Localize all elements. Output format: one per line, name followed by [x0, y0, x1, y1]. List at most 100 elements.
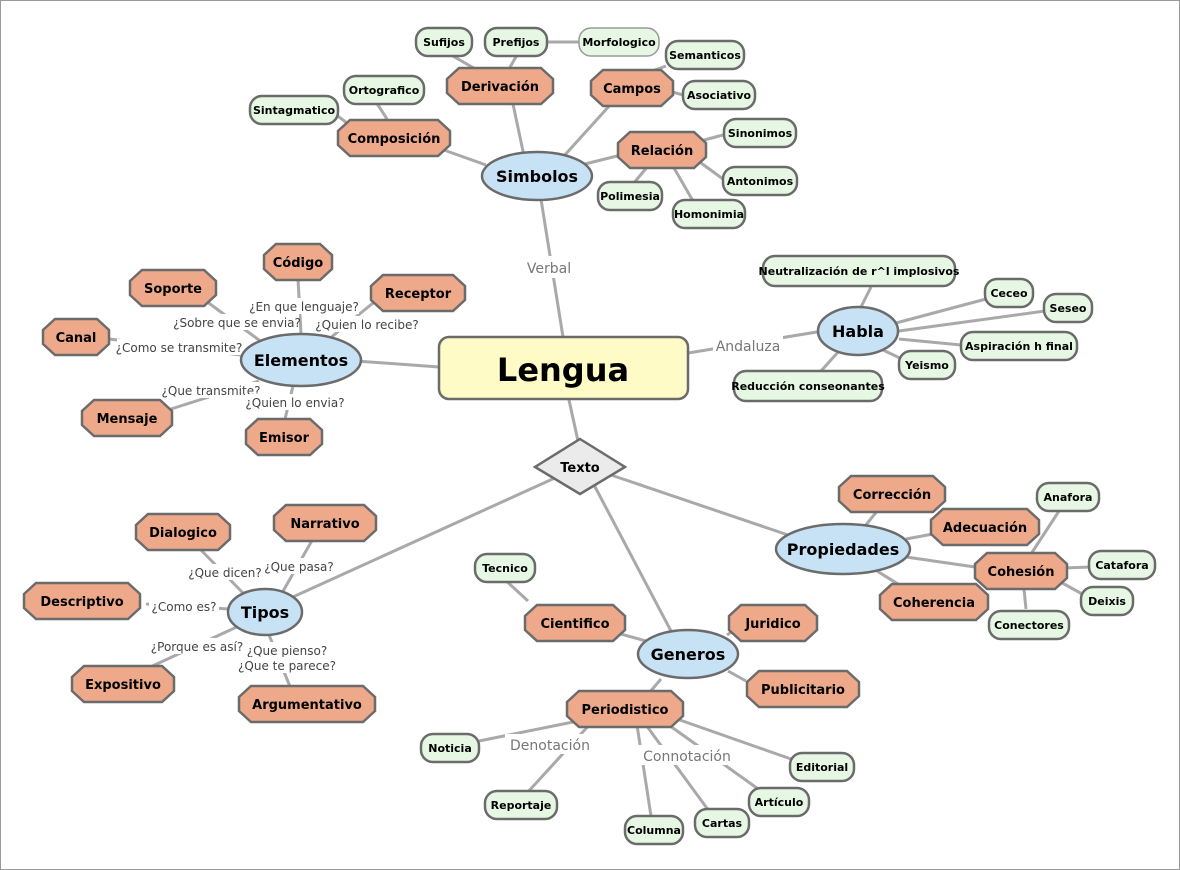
- edge-label-como-se-transmite: ¿Como se transmite?: [116, 341, 243, 355]
- node-neutralizacion[interactable]: Neutralización de r^l implosivos: [759, 254, 960, 288]
- node-antonimos[interactable]: Antonimos: [721, 165, 799, 197]
- node-relacion[interactable]: Relación: [616, 130, 708, 170]
- edge-label-andaluza: Andaluza: [716, 339, 781, 355]
- node-emisor[interactable]: Emisor: [244, 417, 324, 457]
- edge-label-verbal: Verbal: [527, 261, 571, 277]
- node-prefijos[interactable]: Prefijos: [483, 26, 549, 58]
- node-seseo[interactable]: Seseo: [1042, 292, 1094, 324]
- node-aspiracion[interactable]: Aspiración h final: [959, 330, 1079, 362]
- node-label: Dialogico: [149, 526, 217, 541]
- node-label: Periodistico: [582, 703, 669, 718]
- node-label: Sufijos: [423, 36, 465, 49]
- node-label: Neutralización de r^l implosivos: [759, 265, 960, 278]
- node-label: Cartas: [702, 817, 743, 830]
- node-narrativo[interactable]: Narrativo: [272, 503, 378, 543]
- node-label: Coherencia: [893, 596, 975, 611]
- node-soporte[interactable]: Soporte: [128, 268, 218, 308]
- node-yeismo[interactable]: Yeismo: [897, 349, 957, 381]
- node-label: Sinonimos: [728, 127, 793, 140]
- node-semanticos[interactable]: Semanticos: [664, 39, 746, 71]
- edge-label-quien-lo-envia: ¿Quien lo envia?: [245, 396, 344, 410]
- node-argumentativo[interactable]: Argumentativo: [237, 684, 377, 724]
- node-conectores[interactable]: Conectores: [987, 609, 1071, 641]
- node-label: Prefijos: [493, 36, 540, 49]
- node-articulo[interactable]: Artículo: [747, 786, 811, 818]
- node-label: Campos: [603, 82, 661, 97]
- node-cohesion[interactable]: Cohesión: [973, 551, 1069, 591]
- node-anafora[interactable]: Anafora: [1035, 481, 1101, 513]
- main-nodes: Simbolos Elementos Habla Propiedades Tip…: [226, 150, 912, 680]
- node-label: Morfologico: [582, 36, 656, 49]
- node-periodistico[interactable]: Periodistico: [565, 689, 685, 729]
- node-label: Seseo: [1050, 302, 1087, 315]
- node-label: Noticia: [428, 742, 472, 755]
- node-label: Asociativo: [687, 89, 752, 102]
- node-campos[interactable]: Campos: [589, 68, 675, 108]
- node-ortografico[interactable]: Ortografico: [342, 74, 426, 106]
- node-cientifico[interactable]: Cientifico: [523, 603, 627, 643]
- node-dialogico[interactable]: Dialogico: [134, 512, 232, 552]
- node-simbolos[interactable]: Simbolos: [480, 150, 594, 202]
- node-label: Generos: [651, 645, 726, 664]
- node-texto[interactable]: Texto: [532, 437, 628, 496]
- edge-label-connotacion: Connotación: [643, 749, 731, 765]
- edge-label-que-te-parece: ¿Que te parece?: [238, 659, 336, 673]
- node-reduccion[interactable]: Reducción conseonantes: [731, 369, 885, 403]
- node-label: Cientifico: [540, 617, 609, 632]
- node-composicion[interactable]: Composición: [336, 118, 452, 158]
- node-tipos[interactable]: Tipos: [226, 587, 304, 637]
- node-correccion[interactable]: Corrección: [837, 474, 947, 514]
- node-sufijos[interactable]: Sufijos: [414, 26, 474, 58]
- node-propiedades[interactable]: Propiedades: [774, 522, 912, 576]
- node-editorial[interactable]: Editorial: [788, 751, 856, 783]
- node-canal[interactable]: Canal: [41, 317, 111, 357]
- node-label: Conectores: [994, 619, 1064, 632]
- node-label: Tipos: [241, 603, 289, 622]
- node-elementos[interactable]: Elementos: [239, 332, 363, 388]
- leaf-nodes: Sufijos Prefijos Morfologico Semanticos …: [248, 26, 1157, 846]
- node-coherencia[interactable]: Coherencia: [878, 582, 990, 622]
- node-label: Adecuación: [943, 521, 1027, 536]
- node-sintagmatico[interactable]: Sintagmatico: [248, 94, 340, 126]
- node-columna[interactable]: Columna: [623, 814, 685, 846]
- node-ceceo[interactable]: Ceceo: [983, 277, 1035, 309]
- node-label: Lengua: [497, 351, 629, 389]
- node-receptor[interactable]: Receptor: [369, 273, 467, 313]
- node-label: Composición: [348, 132, 441, 147]
- node-juridico[interactable]: Juridico: [727, 603, 819, 643]
- node-mensaje[interactable]: Mensaje: [80, 398, 174, 438]
- node-adecuacion[interactable]: Adecuación: [929, 507, 1041, 547]
- node-morfologico[interactable]: Morfologico: [578, 27, 660, 57]
- node-label: Corrección: [853, 488, 931, 503]
- node-label: Cohesión: [988, 565, 1055, 580]
- edge-label-denotacion: Denotación: [510, 738, 590, 754]
- octagon-nodes: Derivación Campos Composición Relación C…: [22, 66, 1069, 729]
- node-descriptivo[interactable]: Descriptivo: [22, 581, 142, 621]
- node-label: Catafora: [1095, 559, 1148, 572]
- node-label: Argumentativo: [252, 698, 362, 713]
- node-polimesia[interactable]: Polimesia: [596, 180, 664, 212]
- node-expositivo[interactable]: Expositivo: [70, 664, 176, 704]
- node-reportaje[interactable]: Reportaje: [483, 789, 559, 821]
- node-asociativo[interactable]: Asociativo: [681, 79, 757, 111]
- node-codigo[interactable]: Código: [262, 242, 334, 282]
- node-label: Antonimos: [727, 175, 794, 188]
- node-sinonimos[interactable]: Sinonimos: [722, 117, 798, 149]
- edge-label-que-dicen: ¿Que dicen?: [188, 566, 262, 580]
- node-noticia[interactable]: Noticia: [419, 732, 481, 764]
- node-cartas[interactable]: Cartas: [693, 807, 751, 839]
- node-label: Habla: [832, 322, 884, 341]
- node-label: Deixis: [1088, 595, 1126, 608]
- node-label: Elementos: [254, 351, 348, 370]
- node-generos[interactable]: Generos: [636, 628, 740, 680]
- node-label: Ortografico: [349, 84, 420, 97]
- node-homonimia[interactable]: Homonimia: [671, 198, 747, 230]
- node-catafora[interactable]: Catafora: [1087, 549, 1157, 581]
- node-deixis[interactable]: Deixis: [1079, 585, 1135, 617]
- node-tecnico[interactable]: Tecnico: [473, 552, 537, 584]
- node-derivacion[interactable]: Derivación: [445, 66, 555, 106]
- node-habla[interactable]: Habla: [816, 305, 900, 357]
- node-publicitario[interactable]: Publicitario: [745, 669, 861, 709]
- node-lengua[interactable]: Lengua: [437, 335, 690, 401]
